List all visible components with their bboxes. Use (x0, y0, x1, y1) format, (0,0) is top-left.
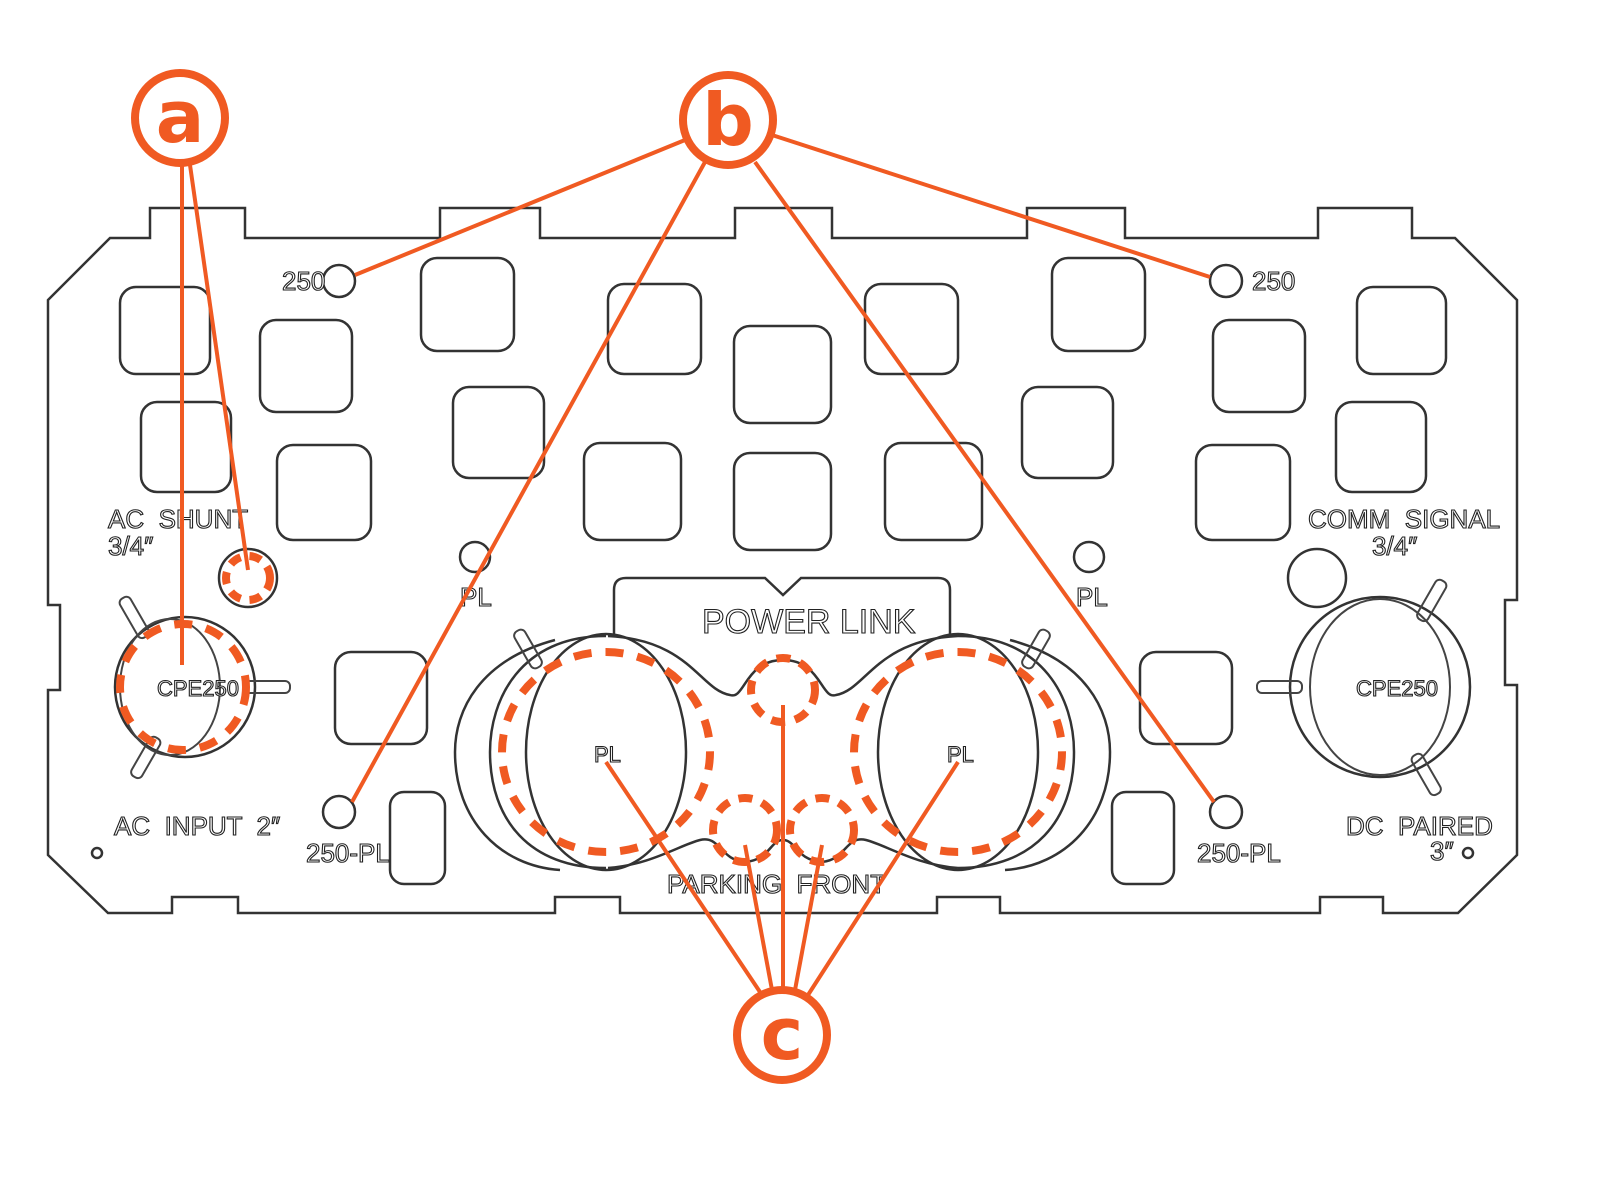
label-pl-right: PL (1076, 582, 1108, 612)
label-250pl-right: 250-PL (1197, 838, 1281, 868)
label-cpe250-left: CPE250 (157, 676, 239, 701)
label-parking-front: PARKING FRONT (667, 869, 886, 899)
label-dc-paired-size: 3″ (1430, 836, 1454, 866)
label-250-left: 250 (282, 266, 325, 296)
callout-b: b (679, 71, 777, 169)
label-ac-shunt-size: 3/4″ (108, 531, 153, 561)
holes (90, 263, 1475, 860)
label-250pl-left: 250-PL (306, 838, 390, 868)
label-250-right: 250 (1252, 266, 1295, 296)
label-ac-input: AC INPUT 2″ (114, 811, 280, 841)
label-lobe-pl-left: PL (594, 742, 621, 767)
panel-outline (46, 206, 1519, 915)
label-lobe-pl-right: PL (947, 742, 974, 767)
callout-c: c (733, 986, 831, 1084)
callout-a: a (131, 69, 229, 167)
cpe250-right-connector (1256, 578, 1472, 797)
label-dc-paired: DC PAIRED (1346, 811, 1493, 841)
label-ac-shunt: AC SHUNT (108, 504, 248, 534)
leader-lines (180, 133, 1216, 997)
callout-b-label: b (702, 78, 754, 162)
labels: 250 250 PL PL 250-PL 250-PL AC SHUNT 3/4… (107, 265, 1500, 899)
square-cutouts (118, 256, 1448, 886)
label-power-link: POWER LINK (702, 603, 916, 641)
highlight-rings (116, 552, 1066, 866)
callout-c-label: c (761, 992, 804, 1076)
label-comm-signal: COMM SIGNAL (1308, 504, 1500, 534)
label-cpe250-right: CPE250 (1356, 676, 1438, 701)
label-comm-signal-size: 3/4″ (1372, 531, 1417, 561)
callout-a-label: a (156, 75, 205, 159)
